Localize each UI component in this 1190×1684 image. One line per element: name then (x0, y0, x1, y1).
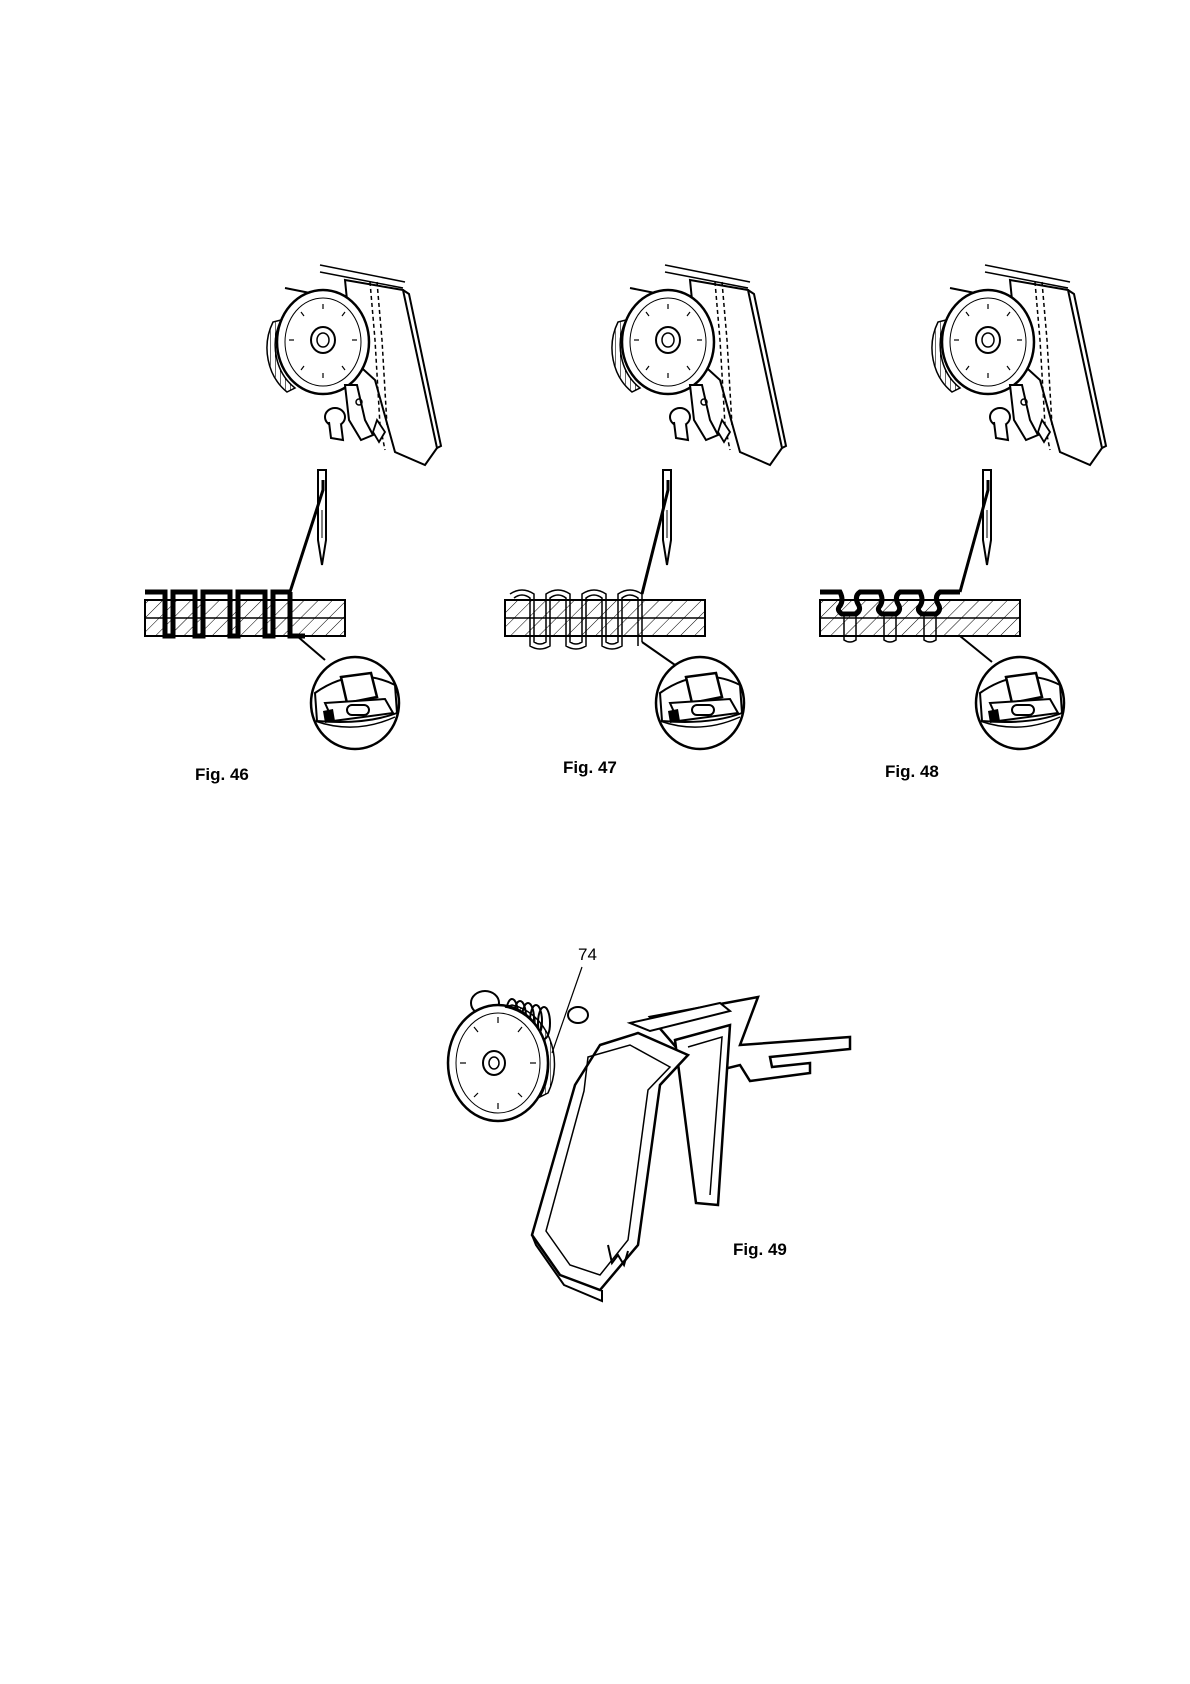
figure-caption: Fig. 47 (563, 758, 617, 778)
figure-46-drawing (145, 250, 425, 790)
bobbin-case-icon (976, 657, 1064, 749)
tension-assembly-icon (460, 945, 860, 1315)
figure-caption: Fig. 48 (885, 762, 939, 782)
figure-caption: Fig. 49 (733, 1240, 787, 1260)
tension-dial-icon (267, 265, 441, 465)
bobbin-case-icon (311, 657, 399, 749)
figure-47: Fig. 47 (500, 250, 780, 790)
bobbin-case-icon (656, 657, 744, 749)
tension-dial-icon (932, 265, 1106, 465)
figure-47-drawing (500, 250, 780, 790)
figure-49: 74 (460, 945, 860, 1315)
tension-dial-icon (612, 265, 786, 465)
figure-48-drawing (820, 250, 1100, 790)
figure-caption: Fig. 46 (195, 765, 249, 785)
figure-48: Fig. 48 (820, 250, 1100, 790)
figure-46: Fig. 46 (145, 250, 425, 790)
